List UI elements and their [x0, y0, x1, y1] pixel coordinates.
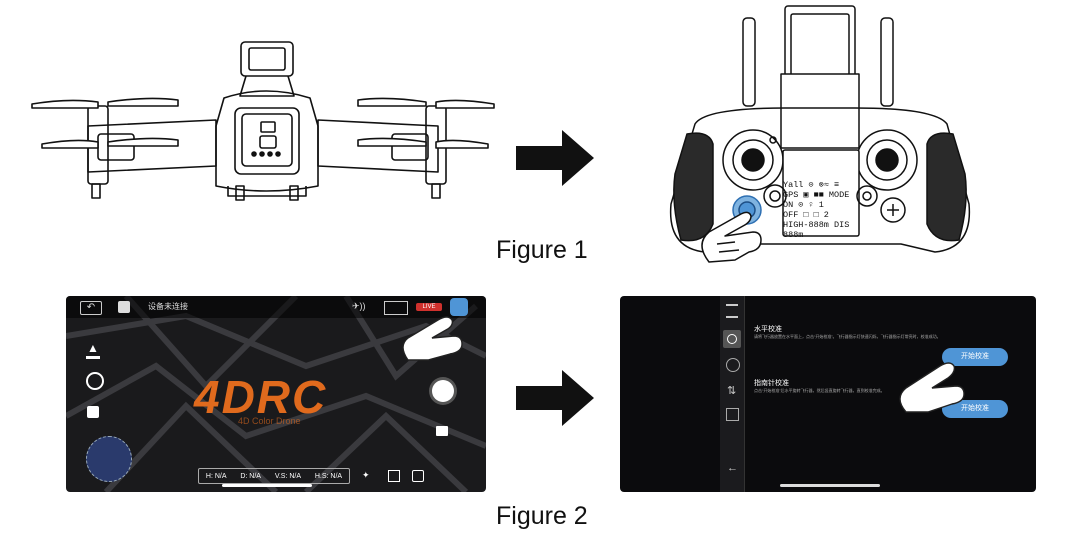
brand-slogan: 4D Color Drone	[238, 416, 301, 426]
back-icon[interactable]: ↶	[80, 301, 102, 315]
back-arrow-icon[interactable]: ←	[727, 462, 738, 474]
telemetry-bar: H: N/A D: N/A V.S: N/A H.S: N/A	[198, 468, 350, 484]
distance-readout: D: N/A	[240, 472, 261, 480]
frame-icon[interactable]	[388, 470, 400, 482]
battery-indicator: LIVE	[416, 303, 442, 311]
compass-radar	[86, 436, 132, 482]
settings-menu-icon[interactable]	[450, 298, 468, 316]
level-calibration-description: 请将飞行器放置在水平面上，点击“开始校准”。飞行器指示灯快速闪烁，飞行器指示灯常…	[754, 334, 941, 339]
horizontal-speed-readout: H.S: N/A	[314, 472, 343, 480]
return-home-icon[interactable]	[86, 372, 104, 390]
lock-icon[interactable]	[87, 406, 99, 418]
lcd-line: ON ⊙ ♀ 1	[783, 200, 824, 210]
calibration-screen: ⇅ ← 水平校准 请将飞行器放置在水平面上，点击“开始校准”。飞行器指示灯快速闪…	[620, 296, 1036, 492]
hand-pointer-icon	[402, 316, 463, 361]
info-icon[interactable]	[726, 408, 739, 421]
right-arrow-icon	[516, 370, 594, 426]
start-compass-calibration-button[interactable]: 开始校准	[942, 400, 1008, 418]
playback-icon[interactable]	[436, 426, 448, 436]
figure-1-caption: Figure 1	[496, 236, 588, 264]
gallery-icon[interactable]	[118, 301, 130, 313]
brand-logo: 4DRC	[194, 371, 328, 423]
start-level-calibration-button[interactable]: 开始校准	[942, 348, 1008, 366]
sliders-icon[interactable]	[726, 304, 738, 318]
remote-controller-illustration	[669, 5, 971, 263]
lcd-display: Yall ⊙ ⊗≈ ≡ GPS ▣ ■■ MODE ON ⊙ ♀ 1 OFF □…	[783, 180, 859, 240]
lcd-line: GPS ▣ ■■ MODE	[783, 190, 850, 200]
home-indicator	[780, 484, 880, 487]
lcd-line: HIGH-888m DIS 888m	[783, 220, 850, 240]
compass-calibration-title: 指南针校准	[754, 380, 789, 387]
compass-calibration-description: 点击“开始校准”后水平旋转飞行器，然后竖直旋转飞行器，直到校准完成。	[754, 388, 885, 393]
gps-signal-icon: ✈))	[352, 301, 366, 311]
lcd-line: Yall ⊙ ⊗≈ ≡	[783, 180, 840, 190]
height-readout: H: N/A	[205, 472, 227, 480]
lcd-line: OFF □ □ 2	[783, 210, 829, 220]
background-pattern	[66, 296, 486, 492]
compass-icon	[727, 334, 737, 344]
settings-sidebar	[720, 296, 745, 492]
drone-illustration	[31, 41, 495, 201]
top-bar	[66, 296, 486, 318]
home-indicator	[222, 484, 312, 487]
gamepad-icon[interactable]	[726, 358, 740, 372]
shutter-button[interactable]	[432, 380, 454, 402]
sidebar-item-calibration[interactable]	[723, 330, 741, 348]
level-calibration-title: 水平校准	[754, 326, 782, 333]
right-arrow-icon	[516, 130, 594, 186]
takeoff-icon[interactable]: ▲	[86, 342, 100, 359]
app-main-screen: ↶ 设备未连接 ✈)) LIVE ▲ 4DRC 4D Color Drone H…	[66, 296, 486, 492]
hand-pointer-icon	[899, 362, 965, 413]
vertical-speed-readout: V.S: N/A	[274, 472, 302, 480]
edit-icon[interactable]	[412, 470, 424, 482]
transfer-icon[interactable]: ⇅	[727, 385, 737, 397]
wand-icon[interactable]: ✦	[362, 470, 370, 480]
rc-signal-icon	[384, 301, 408, 315]
connection-status: 设备未连接	[148, 302, 188, 311]
figure-2-caption: Figure 2	[496, 502, 588, 530]
